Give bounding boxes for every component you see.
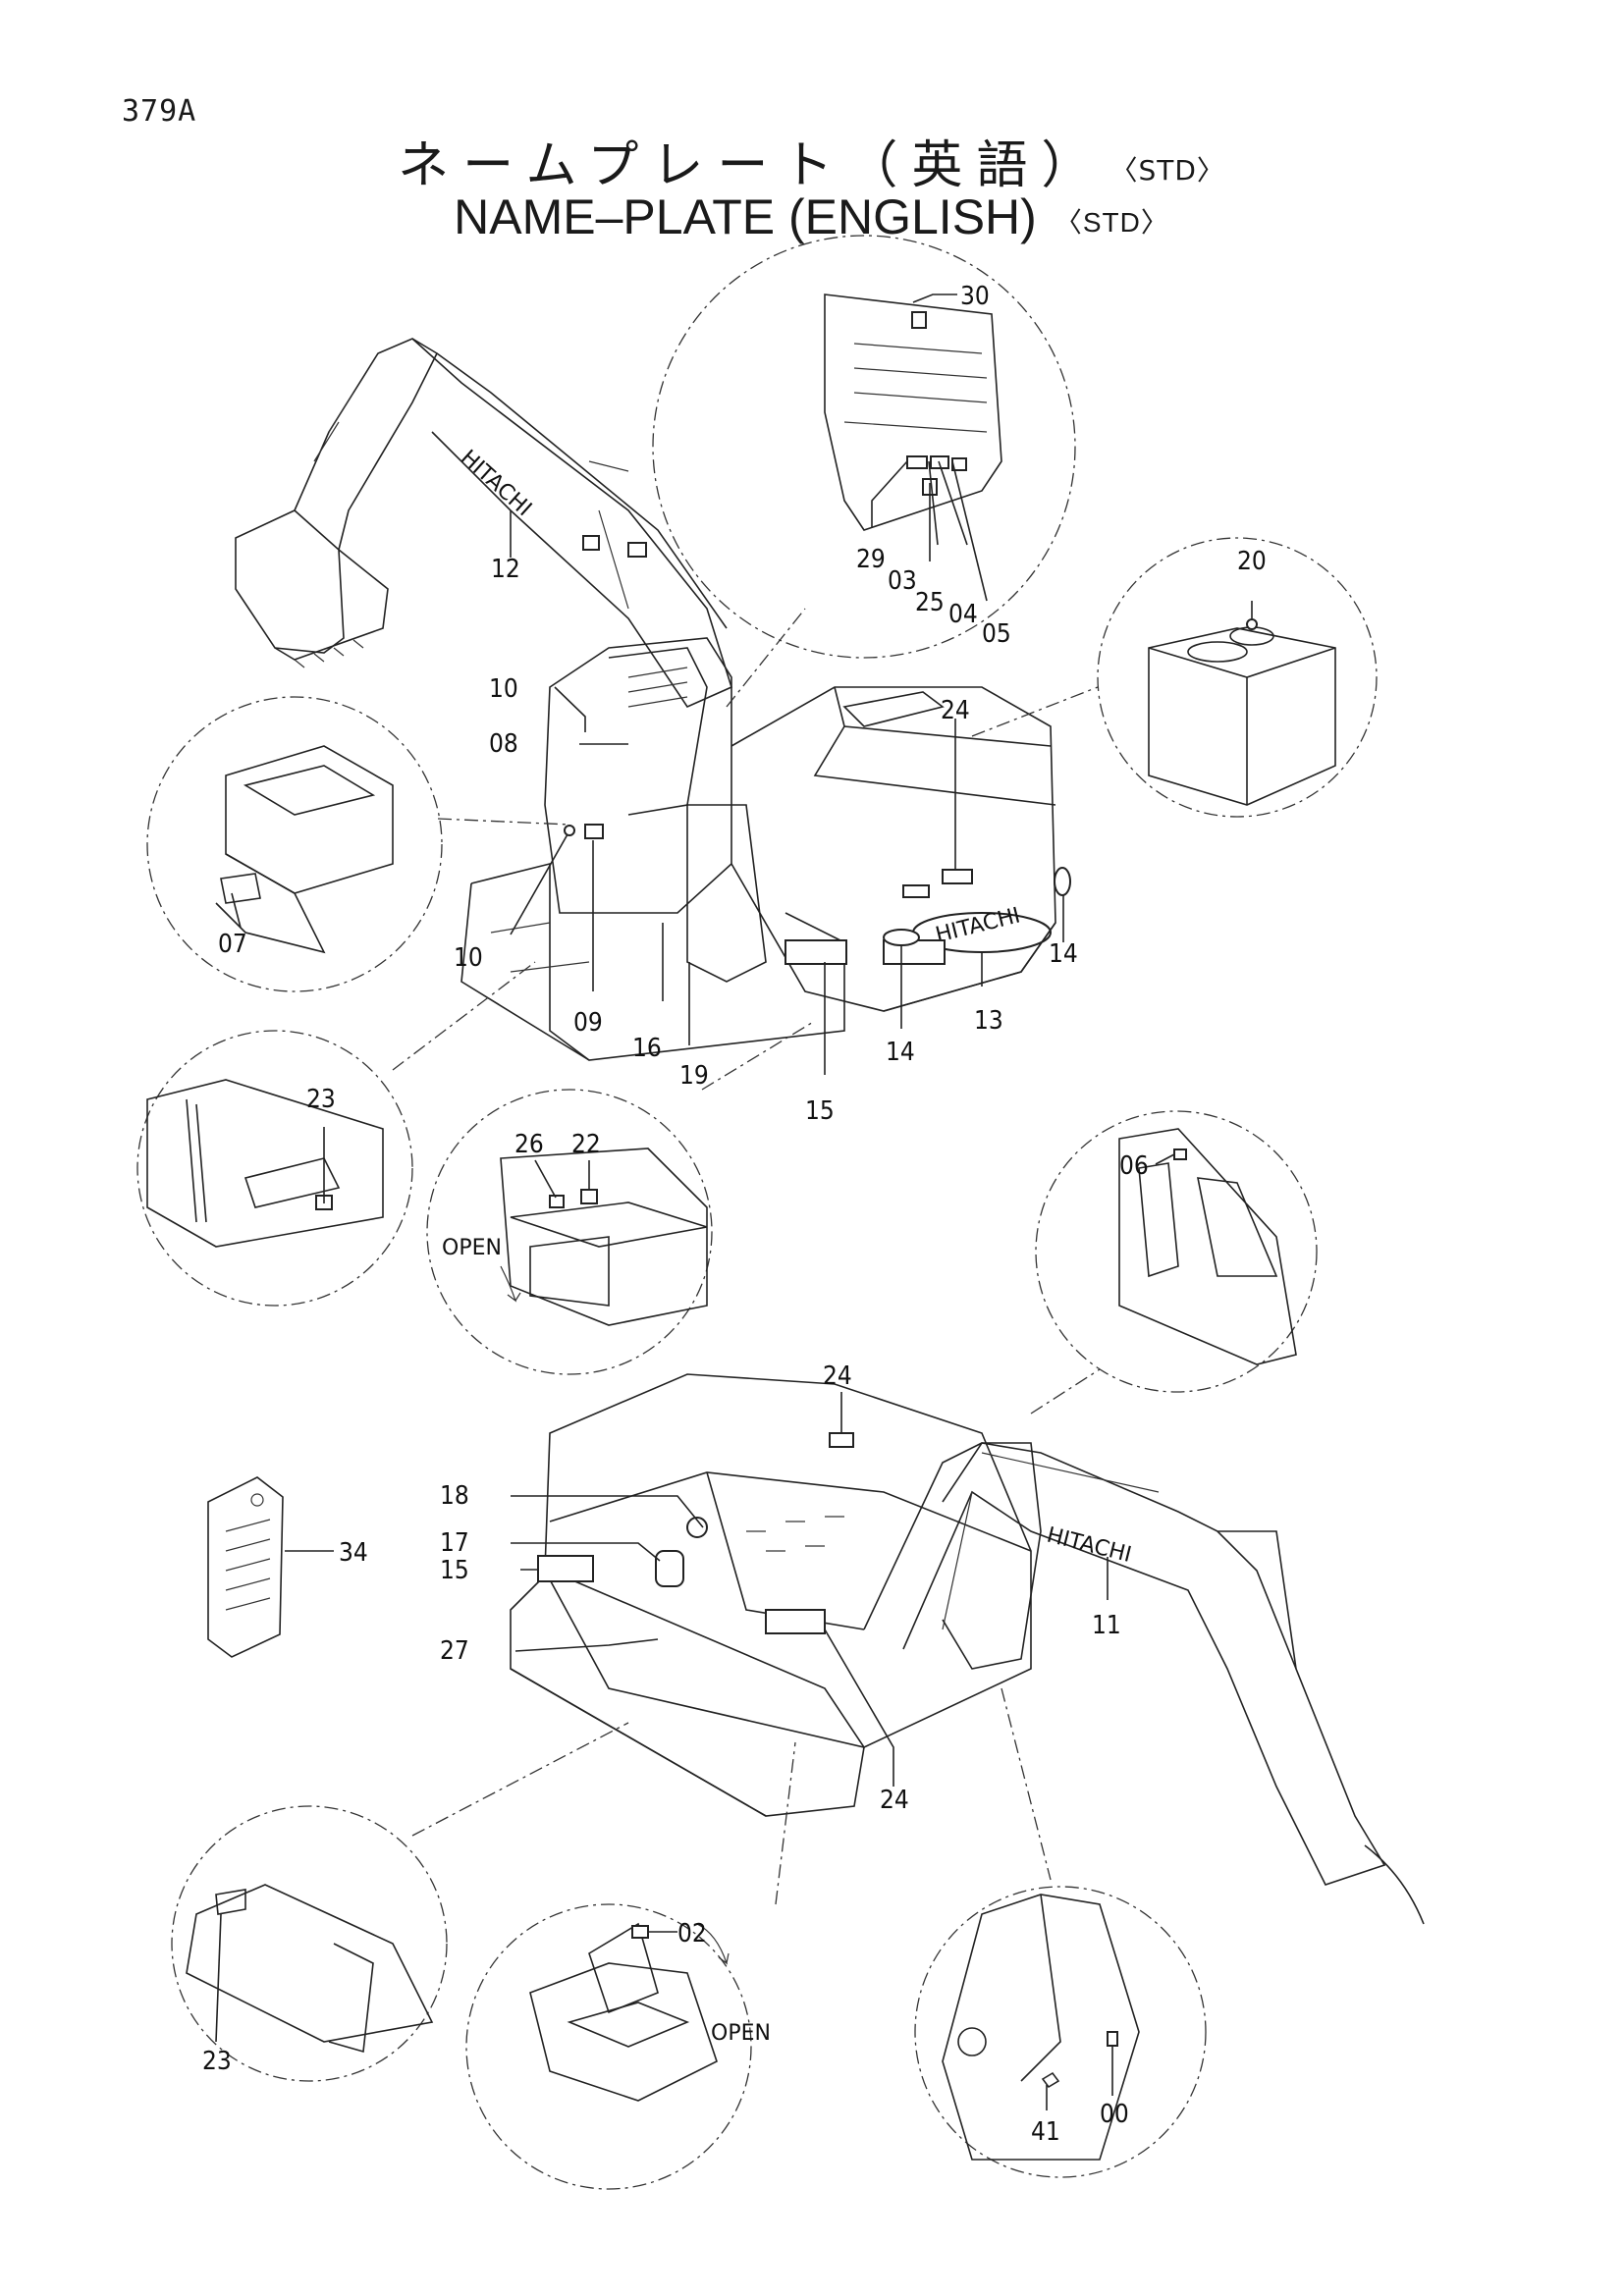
callout-11: 11 [1092, 1611, 1121, 1640]
callout-16: 16 [632, 1034, 662, 1063]
excavator-bottom-view [510, 1373, 1425, 1925]
callout-09: 09 [573, 1008, 603, 1038]
callout-25: 25 [915, 588, 945, 617]
std-tag-en: 〈STD〉 [1054, 206, 1169, 238]
plate-14-left [883, 929, 920, 946]
plate-14-right [1054, 867, 1071, 896]
callout-10-top: 10 [489, 674, 518, 704]
detail-07 [146, 696, 443, 992]
callout-22: 22 [571, 1130, 601, 1159]
title-en-text: NAME–PLATE (ENGLISH) [454, 189, 1037, 244]
callout-23-bottom: 23 [202, 2047, 232, 2076]
callout-18: 18 [440, 1481, 469, 1511]
open-label-upper: OPEN [442, 1236, 502, 1260]
plate-15-upper [784, 939, 847, 965]
callout-15-top: 15 [805, 1096, 835, 1126]
callout-00: 00 [1100, 2100, 1129, 2129]
callout-24-bottom: 24 [880, 1786, 909, 1815]
callout-05: 05 [982, 619, 1011, 649]
detail-cab-window [652, 235, 1076, 659]
callout-14-right: 14 [1049, 939, 1078, 969]
tag-34 [207, 1476, 284, 1658]
boom-hitachi-decal: HITACHI [456, 446, 536, 521]
callout-06: 06 [1119, 1151, 1149, 1181]
title-jp-text: ネームプレート（英語） [398, 136, 1107, 195]
counterweight-hitachi-decal: HITACHI [933, 903, 1022, 948]
page-code: 379A [122, 94, 197, 129]
title-japanese: ネームプレート（英語） 〈STD〉 [0, 124, 1623, 197]
callout-13: 13 [974, 1006, 1003, 1036]
callout-27: 27 [440, 1636, 469, 1666]
std-tag-jp: 〈STD〉 [1123, 154, 1225, 187]
callout-04: 04 [948, 600, 978, 629]
callout-29: 29 [856, 545, 886, 574]
callout-12: 12 [491, 555, 520, 584]
callout-19: 19 [679, 1061, 709, 1091]
detail-open-upper [426, 1089, 713, 1375]
callout-08: 08 [489, 729, 518, 759]
callout-23-top: 23 [306, 1085, 336, 1114]
callout-24-top: 24 [941, 696, 970, 725]
callout-14-left: 14 [886, 1038, 915, 1067]
callout-34: 34 [339, 1538, 368, 1568]
plate-24-upper [942, 869, 973, 884]
detail-open-lower [465, 1903, 752, 2190]
callout-17: 17 [440, 1528, 469, 1558]
title-english: NAME–PLATE (ENGLISH) 〈STD〉 [0, 188, 1623, 245]
open-label-lower: OPEN [711, 2021, 771, 2046]
callout-10-bottom: 10 [454, 943, 483, 973]
detail-23-lower [171, 1805, 448, 2082]
detail-serial-plate [914, 1886, 1207, 2178]
detail-tank [1097, 537, 1378, 818]
plate-09 [584, 824, 604, 839]
leader-lines [215, 294, 1253, 2110]
callout-02: 02 [677, 1919, 707, 1949]
callout-26: 26 [514, 1130, 544, 1159]
callout-24-mid: 24 [823, 1362, 852, 1391]
lower-boom-hitachi-decal: HITACHI [1045, 1523, 1134, 1569]
plate-10 [582, 535, 600, 551]
callout-15-bottom: 15 [440, 1556, 469, 1585]
callout-labels: 30 29 03 25 04 05 20 12 10 08 24 07 10 0… [202, 282, 1267, 2147]
detail-23-upper [136, 1030, 413, 1307]
plate-10b [564, 825, 575, 836]
callout-20: 20 [1237, 547, 1267, 576]
callout-03: 03 [888, 566, 917, 596]
plate-08 [627, 542, 647, 558]
callout-30: 30 [960, 282, 990, 311]
plate-24-small [902, 884, 930, 898]
callout-07: 07 [218, 930, 247, 959]
callout-41: 41 [1031, 2117, 1060, 2147]
detail-cab-door [1035, 1110, 1318, 1393]
plate-15 [883, 939, 946, 965]
excavator-top-view [235, 338, 1056, 1061]
